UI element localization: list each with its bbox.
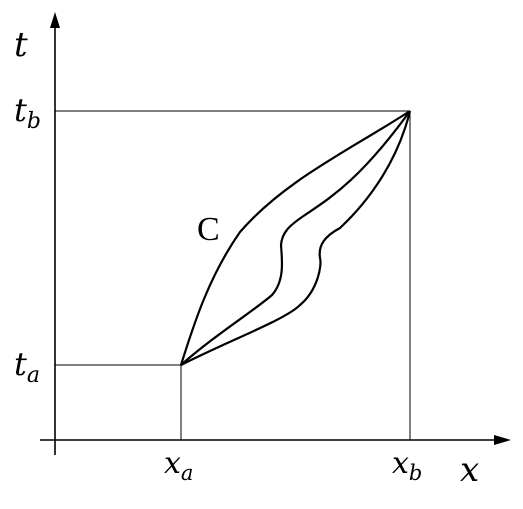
x-axis-label: x	[460, 450, 479, 490]
time-axis-arrowhead	[50, 12, 60, 28]
t-axis-label: t	[14, 25, 28, 65]
ta-label: ta	[14, 345, 40, 388]
path-curve-upper	[179, 110, 411, 366]
path-curve-lower	[180, 110, 412, 366]
tb-label: tb	[14, 91, 41, 134]
xa-label: xa	[164, 446, 193, 485]
curve-label-c: C	[197, 211, 220, 248]
path-curve-middle	[180, 110, 411, 366]
x-axis-arrowhead	[494, 435, 511, 445]
xb-label: xb	[392, 446, 422, 485]
